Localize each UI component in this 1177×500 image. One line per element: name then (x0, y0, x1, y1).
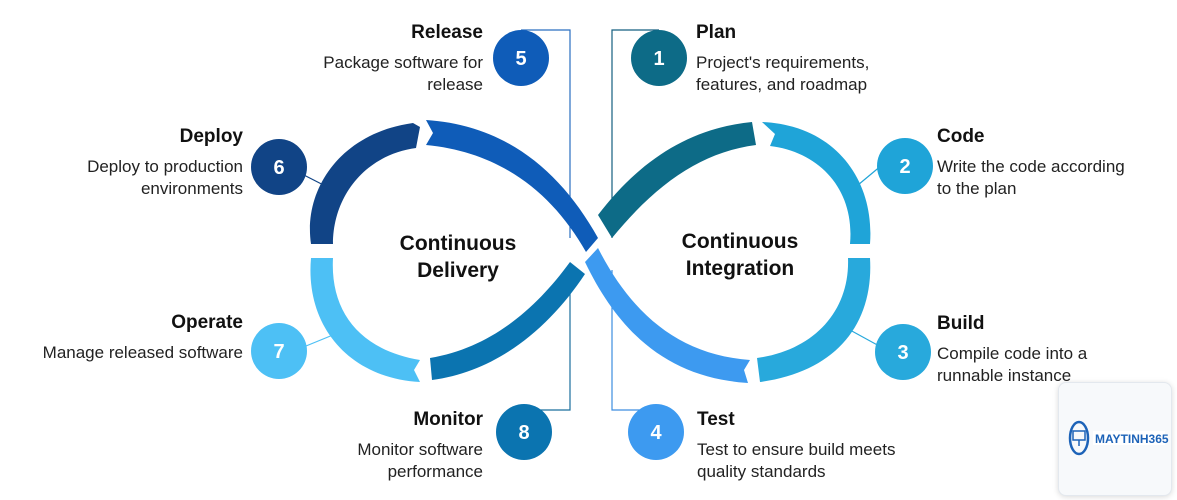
loop-segment-deploy (309, 123, 420, 244)
step-number-build: 3 (897, 342, 908, 364)
step-circle-release (493, 30, 549, 86)
stage-release-desc-2: release (427, 75, 483, 94)
connector-plan (611, 29, 659, 238)
step-number-code: 2 (899, 156, 910, 178)
step-number-release: 5 (515, 48, 526, 70)
step-circle-plan (631, 30, 687, 86)
center-label-integration-line2: Integration (685, 257, 795, 280)
step-circle-deploy (251, 139, 307, 195)
center-label-integration: Continuous Integration (650, 228, 830, 282)
loop-segment-plan (598, 122, 756, 238)
stage-build-title: Build (937, 313, 985, 334)
loop-segment-code (762, 122, 871, 244)
step-circle-operate (251, 323, 307, 379)
step-number-deploy: 6 (273, 157, 284, 179)
stage-release-title: Release (411, 22, 483, 43)
stage-plan-title: Plan (696, 22, 737, 43)
stage-operate-title: Operate (171, 312, 243, 333)
stage-test-desc-2: quality standards (697, 462, 826, 481)
connector-build (849, 329, 882, 348)
watermark-brand: MAYTINH365 (1095, 432, 1169, 446)
stage-build-desc-1: Compile code into a (937, 344, 1088, 363)
step-circle-monitor (496, 404, 552, 460)
stage-test-desc-1: Test to ensure build meets (697, 440, 896, 459)
loop-segment-release (426, 120, 598, 252)
stage-plan-desc-2: features, and roadmap (696, 75, 868, 94)
stage-build: Build Compile code into a runnable insta… (937, 313, 1087, 387)
stage-monitor-desc-2: performance (387, 462, 483, 481)
stage-monitor-title: Monitor (413, 409, 483, 430)
loop-segment-test (585, 248, 750, 383)
stage-deploy-desc-2: environments (140, 179, 243, 198)
stage-monitor-desc-1: Monitor software (357, 440, 483, 459)
monitor-gear-icon: MAYTINH365 (1068, 420, 1169, 456)
stage-release: Release Package software for release (323, 22, 483, 96)
stage-plan-desc-1: Project's requirements, (696, 53, 870, 72)
connector-release (521, 29, 571, 238)
stage-code-desc-2: to the plan (937, 179, 1017, 198)
step-number-plan: 1 (653, 48, 664, 70)
stage-deploy: Deploy Deploy to production environments (87, 126, 243, 200)
stage-operate: Operate Manage released software (43, 312, 243, 364)
step-number-operate: 7 (273, 341, 284, 363)
loop-segment-monitor (430, 262, 585, 380)
watermark-logo: MAYTINH365 (1058, 382, 1172, 496)
stage-test-title: Test (697, 409, 735, 430)
stage-code: Code Write the code according to the pla… (937, 126, 1125, 200)
stage-code-desc-1: Write the code according (937, 157, 1125, 176)
step-circle-test (628, 404, 684, 460)
stage-code-title: Code (937, 126, 985, 147)
stage-deploy-title: Deploy (179, 126, 243, 147)
step-circle-code (877, 138, 933, 194)
loop-segment-build (757, 258, 871, 382)
loop-segment-operate (310, 258, 420, 382)
step-number-monitor: 8 (518, 422, 529, 444)
center-label-delivery: Continuous Delivery (368, 230, 548, 284)
step-circle-build (875, 324, 931, 380)
stage-plan: Plan Project's requirements, features, a… (696, 22, 869, 96)
center-label-delivery-line2: Delivery (417, 259, 499, 282)
stage-operate-desc-1: Manage released software (42, 343, 243, 362)
stage-release-desc-1: Package software for (323, 53, 483, 72)
center-label-integration-line1: Continuous (681, 230, 799, 253)
stage-test: Test Test to ensure build meets quality … (697, 409, 895, 483)
stage-monitor: Monitor Monitor software performance (357, 409, 483, 483)
step-number-test: 4 (650, 422, 662, 444)
center-label-delivery-line1: Continuous (399, 232, 517, 255)
stage-deploy-desc-1: Deploy to production (87, 157, 243, 176)
stage-build-desc-2: runnable instance (937, 366, 1072, 385)
